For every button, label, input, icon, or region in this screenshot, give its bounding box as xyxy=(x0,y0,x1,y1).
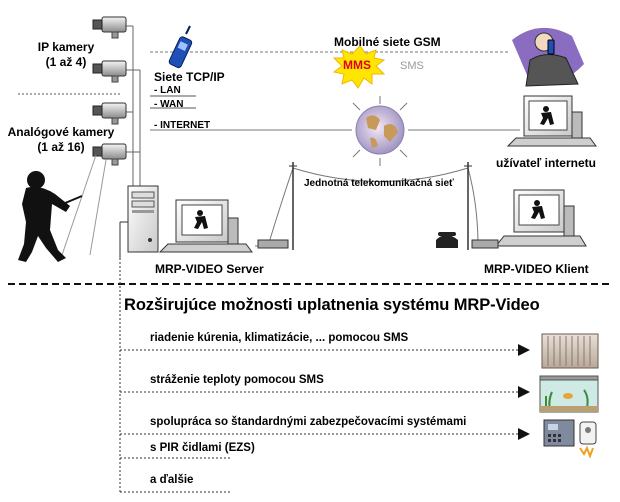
feature-more: a ďalšie xyxy=(150,474,194,486)
mms-burst xyxy=(332,45,386,89)
network-lan: - LAN xyxy=(154,85,181,96)
feature-heating: riadenie kúrenia, klimatizácie, ... pomo… xyxy=(150,332,409,344)
feature-pir: s PIR čidlami (EZS) xyxy=(150,442,255,454)
server-monitor xyxy=(158,199,289,253)
gsm-title: Mobilné siete GSM xyxy=(334,35,441,49)
analog-cameras-label: Analógové kamery (1 až 16) xyxy=(6,125,116,155)
internet-globe xyxy=(342,96,418,166)
ip-camera-1 xyxy=(92,16,127,39)
internet-user-computer xyxy=(506,95,597,147)
feature-security: spolupráca so štandardnými zabezpečovací… xyxy=(150,416,467,428)
ip-camera-2 xyxy=(92,60,127,83)
mobile-phone xyxy=(168,25,193,69)
ip-cameras-title: IP kamery xyxy=(37,40,95,54)
network-internet: - INTERNET xyxy=(154,120,211,131)
telecom-network-label: Jednotná telekomunikačná sieť xyxy=(304,178,454,189)
arrow-heating xyxy=(518,344,530,356)
mms-label: MMS xyxy=(343,58,371,72)
aquarium-icon xyxy=(539,375,599,413)
security-system-icon xyxy=(543,419,597,459)
client-computer xyxy=(436,189,587,249)
ip-cameras-label: IP kamery (1 až 4) xyxy=(26,40,106,70)
arrow-security xyxy=(518,428,530,440)
ip-cameras-count: (1 až 4) xyxy=(45,55,87,69)
feature-temperature: stráženie teploty pomocou SMS xyxy=(150,374,324,386)
network-wan: - WAN xyxy=(154,99,184,110)
server-tower xyxy=(119,185,159,260)
server-label: MRP-VIDEO Server xyxy=(155,262,264,276)
internet-user-label: užívateľ internetu xyxy=(496,156,596,170)
analog-cameras-count: (1 až 16) xyxy=(37,140,85,154)
client-label: MRP-VIDEO Klient xyxy=(484,262,589,276)
analog-cameras-title: Analógové kamery xyxy=(7,125,115,139)
networks-title: Siete TCP/IP xyxy=(154,70,225,84)
extensions-heading: Rozširujúce možnosti uplatnenia systému … xyxy=(124,296,540,314)
radiator-icon xyxy=(541,333,599,369)
burglar-silhouette xyxy=(18,171,83,262)
network-lines xyxy=(18,25,520,250)
analog-camera-1 xyxy=(92,102,127,125)
gsm-user xyxy=(512,27,584,87)
analog-camera-2 xyxy=(61,143,127,256)
sms-label: SMS xyxy=(400,60,424,72)
arrow-temperature xyxy=(518,386,530,398)
